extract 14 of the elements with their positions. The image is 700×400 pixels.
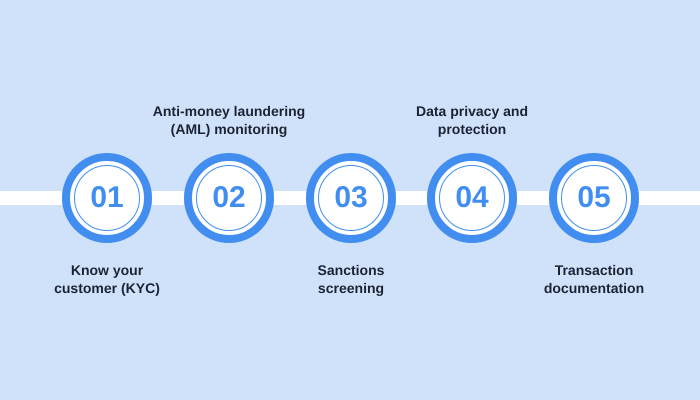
- step-number: 02: [212, 181, 246, 215]
- timeline-connector: [274, 191, 306, 205]
- timeline-connector: [152, 191, 184, 205]
- step-number: 04: [455, 181, 489, 215]
- step-label: Data privacy and protection: [414, 102, 530, 138]
- timeline-connector: [396, 191, 427, 205]
- step-label: Anti-money laundering (AML) monitoring: [152, 102, 306, 138]
- step-label: Sanctions screening: [316, 261, 386, 297]
- step-label: Transaction documentation: [542, 261, 646, 297]
- step-number: 05: [577, 181, 611, 215]
- step-label: Know your customer (KYC): [53, 261, 161, 297]
- step-number: 03: [334, 181, 368, 215]
- step-number: 01: [90, 181, 124, 215]
- timeline-connector: [517, 191, 549, 205]
